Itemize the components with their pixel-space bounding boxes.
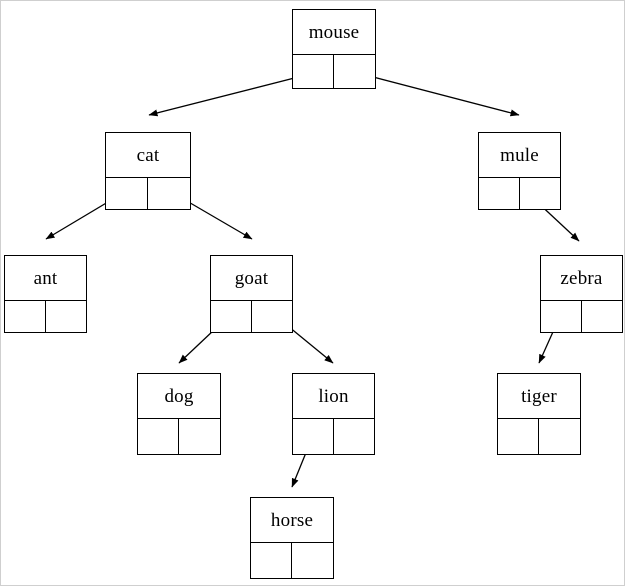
node-left-pointer-lion[interactable] bbox=[293, 419, 334, 454]
node-label-mule: mule bbox=[500, 144, 539, 166]
node-left-pointer-ant[interactable] bbox=[5, 301, 46, 332]
node-label-zebra: zebra bbox=[560, 267, 603, 289]
node-left-pointer-goat[interactable] bbox=[211, 301, 252, 332]
tree-node-tiger[interactable]: tiger bbox=[497, 373, 581, 455]
tree-node-ant[interactable]: ant bbox=[4, 255, 87, 333]
tree-edge-mouse-right-to-mule bbox=[353, 71, 520, 117]
node-pointers-goat bbox=[211, 300, 292, 332]
node-right-pointer-zebra[interactable] bbox=[582, 301, 623, 332]
node-right-pointer-ant[interactable] bbox=[46, 301, 87, 332]
node-label-dog: dog bbox=[164, 385, 194, 407]
node-label-mouse: mouse bbox=[308, 21, 360, 43]
node-right-pointer-cat[interactable] bbox=[148, 178, 190, 209]
tree-node-goat[interactable]: goat bbox=[210, 255, 293, 333]
node-label-cat: cat bbox=[136, 144, 160, 166]
node-pointers-zebra bbox=[541, 300, 622, 332]
tree-edge-mouse-left-to-cat bbox=[148, 72, 315, 117]
node-label-goat: goat bbox=[234, 267, 269, 289]
node-left-pointer-dog[interactable] bbox=[138, 419, 179, 454]
node-pointers-mule bbox=[479, 177, 560, 209]
tree-node-zebra[interactable]: zebra bbox=[540, 255, 623, 333]
tree-node-horse[interactable]: horse bbox=[250, 497, 334, 579]
node-pointers-dog bbox=[138, 418, 220, 454]
node-pointers-ant bbox=[5, 300, 86, 332]
node-left-pointer-horse[interactable] bbox=[251, 543, 292, 578]
node-right-pointer-dog[interactable] bbox=[179, 419, 220, 454]
node-pointers-lion bbox=[293, 418, 374, 454]
node-left-pointer-mule[interactable] bbox=[479, 178, 520, 209]
node-left-pointer-cat[interactable] bbox=[106, 178, 148, 209]
tree-node-cat[interactable]: cat bbox=[105, 132, 191, 210]
node-right-pointer-tiger[interactable] bbox=[539, 419, 580, 454]
node-pointers-horse bbox=[251, 542, 333, 578]
node-left-pointer-tiger[interactable] bbox=[498, 419, 539, 454]
tree-node-mule[interactable]: mule bbox=[478, 132, 561, 210]
node-label-tiger: tiger bbox=[521, 385, 557, 407]
node-label-lion: lion bbox=[318, 385, 349, 407]
tree-node-mouse[interactable]: mouse bbox=[292, 9, 376, 89]
node-right-pointer-mule[interactable] bbox=[520, 178, 561, 209]
node-pointers-mouse bbox=[293, 54, 375, 88]
node-right-pointer-horse[interactable] bbox=[292, 543, 333, 578]
node-label-horse: horse bbox=[270, 509, 314, 531]
node-pointers-tiger bbox=[498, 418, 580, 454]
tree-node-dog[interactable]: dog bbox=[137, 373, 221, 455]
node-left-pointer-zebra[interactable] bbox=[541, 301, 582, 332]
node-right-pointer-lion[interactable] bbox=[334, 419, 375, 454]
node-label-ant: ant bbox=[33, 267, 58, 289]
node-pointers-cat bbox=[106, 177, 190, 209]
node-left-pointer-mouse[interactable] bbox=[293, 55, 334, 88]
node-right-pointer-mouse[interactable] bbox=[334, 55, 375, 88]
node-right-pointer-goat[interactable] bbox=[252, 301, 293, 332]
tree-node-lion[interactable]: lion bbox=[292, 373, 375, 455]
